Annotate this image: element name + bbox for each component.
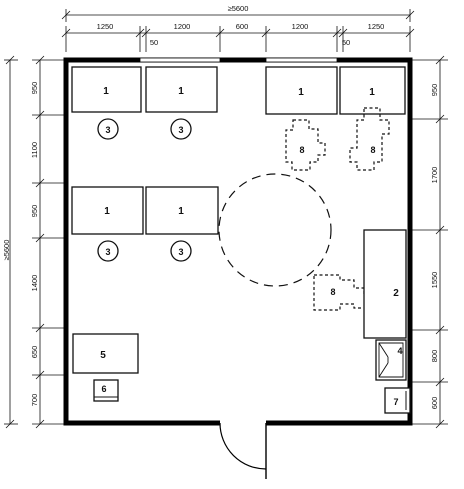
overall-height-label: ≥5600 [2,240,11,261]
seat-label: 3 [105,247,110,257]
room-walls [63,57,413,426]
workstation-label: 8 [330,287,335,297]
desk[interactable]: 1 [71,66,142,113]
desk[interactable]: 1 [71,186,144,235]
dim-top-4: 1200 [292,22,309,31]
desk[interactable]: 1 [265,66,338,115]
window-left [139,57,221,63]
desk[interactable]: 1 [145,186,219,235]
unit-4[interactable]: 4 [375,339,407,381]
item-6[interactable]: 6 [93,379,119,402]
dim-right-3: 1550 [430,272,439,289]
cabinet-label: 2 [393,288,399,299]
workstation-dashed[interactable]: 8 [349,107,390,171]
table-5[interactable]: 5 [72,333,139,374]
seat[interactable]: 3 [170,240,192,262]
seat[interactable]: 3 [97,240,119,262]
window-right [265,57,338,63]
desk-label: 1 [178,86,184,97]
dim-left-6: 700 [30,394,39,407]
dim-top-gap-1: 50 [150,38,158,47]
workstation-label: 8 [370,145,375,155]
entrance-door[interactable] [219,422,267,479]
item-7-label: 7 [393,397,398,407]
desk-label: 1 [104,206,110,217]
dim-left-5: 650 [30,346,39,359]
clear-zone-circle [218,173,332,287]
desk[interactable]: 1 [145,66,218,113]
dim-top-2: 1200 [174,22,191,31]
dim-left-4: 1400 [30,275,39,292]
desk-label: 1 [298,87,304,98]
dim-top-3: 600 [236,22,249,31]
dim-right-2: 1700 [430,167,439,184]
left-dimensions: ≥5600 950 1100 950 1400 650 700 [2,55,66,429]
dim-right-5: 600 [430,397,439,410]
dim-top-5: 1250 [368,22,385,31]
dim-right-1: 950 [430,84,439,97]
top-dimensions: ≥5600 1250 1200 600 1200 1250 50 50 [61,4,415,52]
unit-4-label: 4 [397,346,402,356]
seat-label: 3 [178,247,183,257]
desk[interactable]: 1 [339,66,406,115]
cabinet[interactable]: 2 [363,229,407,339]
workstation-dashed[interactable]: 8 [285,119,326,171]
desk-label: 1 [103,86,109,97]
desk-label: 1 [178,206,184,217]
dim-right-4: 800 [430,350,439,363]
item-6-label: 6 [101,384,106,394]
seat[interactable]: 3 [97,118,119,140]
dim-top-gap-2: 50 [342,38,350,47]
table-5-label: 5 [100,350,106,361]
desk-label: 1 [369,87,375,98]
seat-label: 3 [105,125,110,135]
workstation-label: 8 [299,145,304,155]
overall-width-label: ≥5600 [228,4,249,13]
dim-left-2: 1100 [30,142,39,158]
dim-left-1: 950 [30,82,39,95]
right-dimensions: 950 1700 1550 800 600 [410,55,448,429]
dim-top-1: 1250 [97,22,114,31]
seat-label: 3 [178,125,183,135]
dim-left-3: 950 [30,205,39,218]
seat[interactable]: 3 [170,118,192,140]
item-7[interactable]: 7 [384,387,411,414]
